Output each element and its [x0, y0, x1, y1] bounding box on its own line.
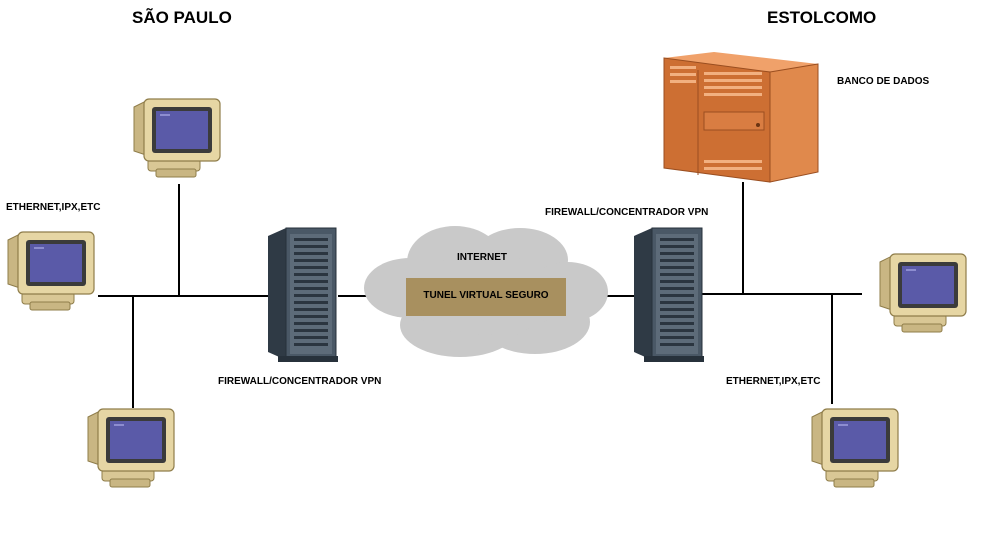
firewall-label-right: FIREWALL/CONCENTRADOR VPN — [545, 207, 709, 218]
secure-tunnel-box — [406, 278, 566, 316]
network-label-right: ETHERNET,IPX,ETC — [726, 376, 821, 387]
monitor-icon — [133, 98, 221, 178]
tower-server-icon — [633, 227, 705, 363]
network-label-left: ETHERNET,IPX,ETC — [6, 202, 101, 213]
monitor-icon — [811, 408, 899, 488]
firewall-label-left: FIREWALL/CONCENTRADOR VPN — [218, 376, 382, 387]
database-server-icon — [663, 52, 819, 183]
left-lan-lines — [98, 184, 410, 408]
tunnel-label: TUNEL VIRTUAL SEGURO — [423, 290, 549, 301]
internet-label: INTERNET — [457, 252, 507, 263]
monitor-icon — [879, 253, 967, 333]
tower-server-icon — [267, 227, 339, 363]
database-label: BANCO DE DADOS — [837, 76, 930, 87]
site-title-right: ESTOLCOMO — [767, 8, 877, 27]
monitor-icon — [7, 231, 95, 311]
site-title-left: SÃO PAULO — [132, 8, 232, 27]
monitor-icon — [87, 408, 175, 488]
